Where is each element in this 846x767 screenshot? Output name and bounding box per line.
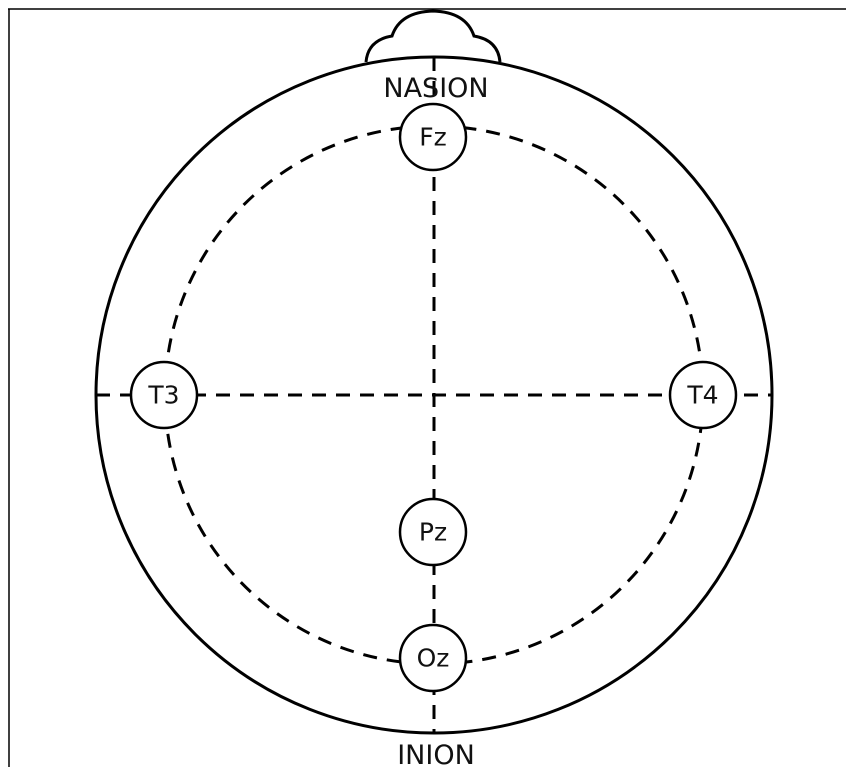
electrode-oz: Oz [400,625,466,691]
electrode-t4: T4 [670,362,736,428]
electrode-fz-label: Fz [419,123,447,152]
electrode-t4-label: T4 [686,381,718,410]
electrode-pz-label: Pz [419,518,447,547]
electrode-t3: T3 [131,362,197,428]
nose-outline [366,11,500,62]
nasion-label: NASION [383,73,488,104]
electrode-pz: Pz [400,499,466,565]
electrode-oz-label: Oz [417,644,450,673]
inion-label: INION [397,740,475,767]
electrode-fz: Fz [400,104,466,170]
electrode-t3-label: T3 [147,381,179,410]
